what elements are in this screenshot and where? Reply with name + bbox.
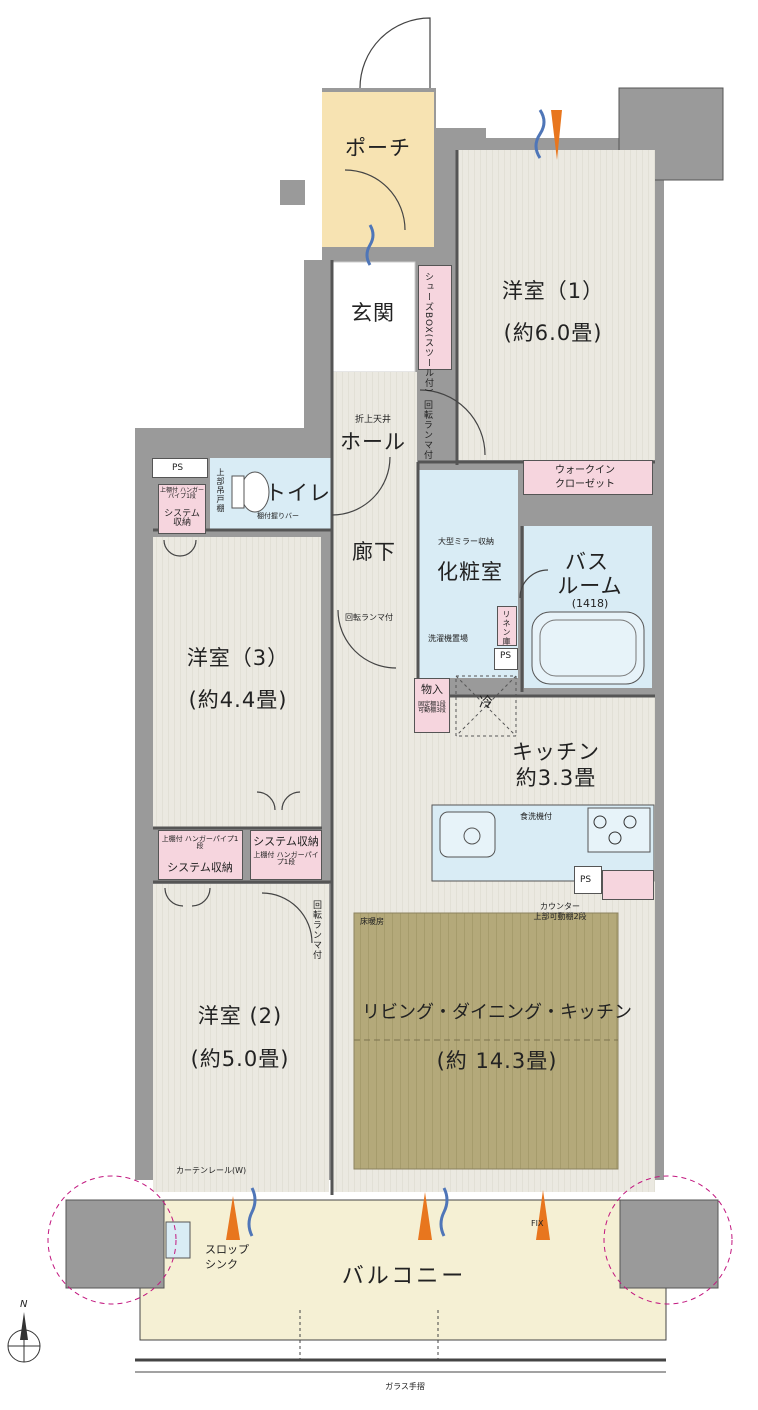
north-compass (7, 1312, 41, 1363)
dishwasher-label: 食洗機付 (520, 812, 552, 821)
walk-in-closet-box (523, 460, 653, 495)
counter-box (602, 870, 654, 900)
toilet-label: トイレ (265, 481, 331, 505)
rotating-lamp-label-2: 回転ランマ付 (345, 613, 393, 622)
walk-in-closet-label-1: ウォークイン (555, 465, 615, 476)
storage-label: 物入 (421, 683, 443, 696)
western3-floor (153, 537, 321, 827)
ps-box-toilet (152, 458, 208, 478)
towel-bar-label: 棚付握りバー (257, 512, 299, 520)
ps-toilet-label: PS (172, 463, 184, 473)
system-storage-2 (158, 830, 243, 880)
kitchen-counter (431, 804, 655, 882)
washer-label: 洗濯機置場 (428, 634, 468, 643)
toilet-floor (210, 458, 332, 530)
balcony-columns (47, 1175, 733, 1373)
system-storage-3-note: 上棚付 ハンガーパイプ1段 (160, 487, 204, 500)
ps-box-bath (494, 648, 518, 670)
corridor-floor (333, 458, 417, 698)
system-storage-3b (250, 830, 322, 880)
shoes-box-label: シューズBOX(スツール付) (423, 272, 433, 393)
corridor-label: 廊下 (352, 540, 396, 564)
system-storage-2-note: 上棚付 ハンガーパイプ1段 (161, 835, 239, 850)
western2-name: 洋室 (2) (197, 1004, 283, 1028)
fridge-space (455, 675, 517, 737)
shoes-box (418, 265, 452, 370)
counter-label-1: カウンター (540, 902, 580, 911)
porch-label: ポーチ (345, 136, 411, 160)
linen-box (497, 606, 517, 646)
system-storage-3 (158, 484, 206, 534)
western3-size: (約4.4畳) (188, 688, 288, 712)
curtain-rail-label: カーテンレール(W) (176, 1166, 247, 1175)
slop-sink-label-1: スロップ (205, 1243, 249, 1256)
mirror-storage-label: 大型ミラー収納 (438, 537, 494, 546)
kitchen-size: 約3.3畳 (515, 766, 597, 790)
balcony-floor (139, 1199, 667, 1341)
floor-heating (353, 912, 619, 1170)
western3-name: 洋室（3） (186, 646, 290, 670)
storage-box (414, 678, 450, 733)
ps-kitchen-label: PS (580, 875, 592, 885)
hall-label: ホール (340, 430, 406, 454)
north-label: N (20, 1299, 28, 1310)
western2-size: (約5.0畳) (190, 1047, 290, 1071)
slop-sink-label-2: シンク (205, 1258, 238, 1271)
upper-cabinet-label: 上部吊戸棚 (216, 468, 225, 513)
balcony-label: バルコニー (341, 1264, 467, 1289)
system-storage-3b-label: システム収納 (253, 835, 319, 848)
system-storage-3-label: システム収納 (164, 509, 200, 528)
ldk-name: リビング・ダイニング・キッチン (362, 1002, 632, 1023)
walk-in-closet-label-2: クローゼット (555, 479, 615, 490)
western1-name: 洋室（1） (501, 279, 605, 303)
slop-sink (165, 1221, 191, 1259)
rotating-lamp-label-1: 回転ランマ付 (422, 400, 432, 460)
washroom-label: 化粧室 (437, 560, 503, 584)
entrance-label: 玄関 (351, 301, 395, 325)
glass-rail-label: ガラス手摺 (385, 1382, 425, 1391)
hall-floor (333, 372, 417, 458)
entrance-floor (332, 261, 416, 373)
western1-size: (約6.0畳) (503, 321, 603, 345)
ventilation-arrows (226, 109, 562, 1240)
counter-label-2: 上部可動棚2段 (533, 912, 587, 921)
bath-size-label: (1418) (571, 597, 609, 610)
bath-label-1: バス (565, 550, 609, 574)
door-swings (163, 17, 549, 944)
western1-floor (457, 150, 655, 460)
ps-bath-label: PS (500, 651, 512, 661)
toilet-fixture (231, 471, 270, 513)
system-storage-3b-note: 上棚付 ハンガーパイプ1段 (253, 851, 319, 866)
western2-floor (153, 884, 329, 1192)
ldk-size: (約 14.3畳) (436, 1049, 558, 1073)
porch-floor (322, 92, 434, 247)
linen-label: リネン庫 (502, 610, 511, 646)
hall-note-label: 折上天井 (354, 415, 392, 425)
fix-label: FIX (531, 1219, 544, 1228)
rotating-lamp-label-3: 回転ランマ付 (311, 900, 321, 960)
fridge-label: 冷 (479, 695, 493, 711)
storage-note-label: 固定棚1段 可動棚3段 (418, 701, 446, 714)
bathtub (531, 611, 645, 685)
kitchen-name: キッチン (512, 740, 600, 764)
bath-label-2: ルーム (557, 574, 623, 598)
system-storage-2-label: システム収納 (167, 861, 233, 874)
ps-box-kitchen (574, 866, 602, 894)
floor-heating-label: 床暖房 (360, 917, 384, 926)
